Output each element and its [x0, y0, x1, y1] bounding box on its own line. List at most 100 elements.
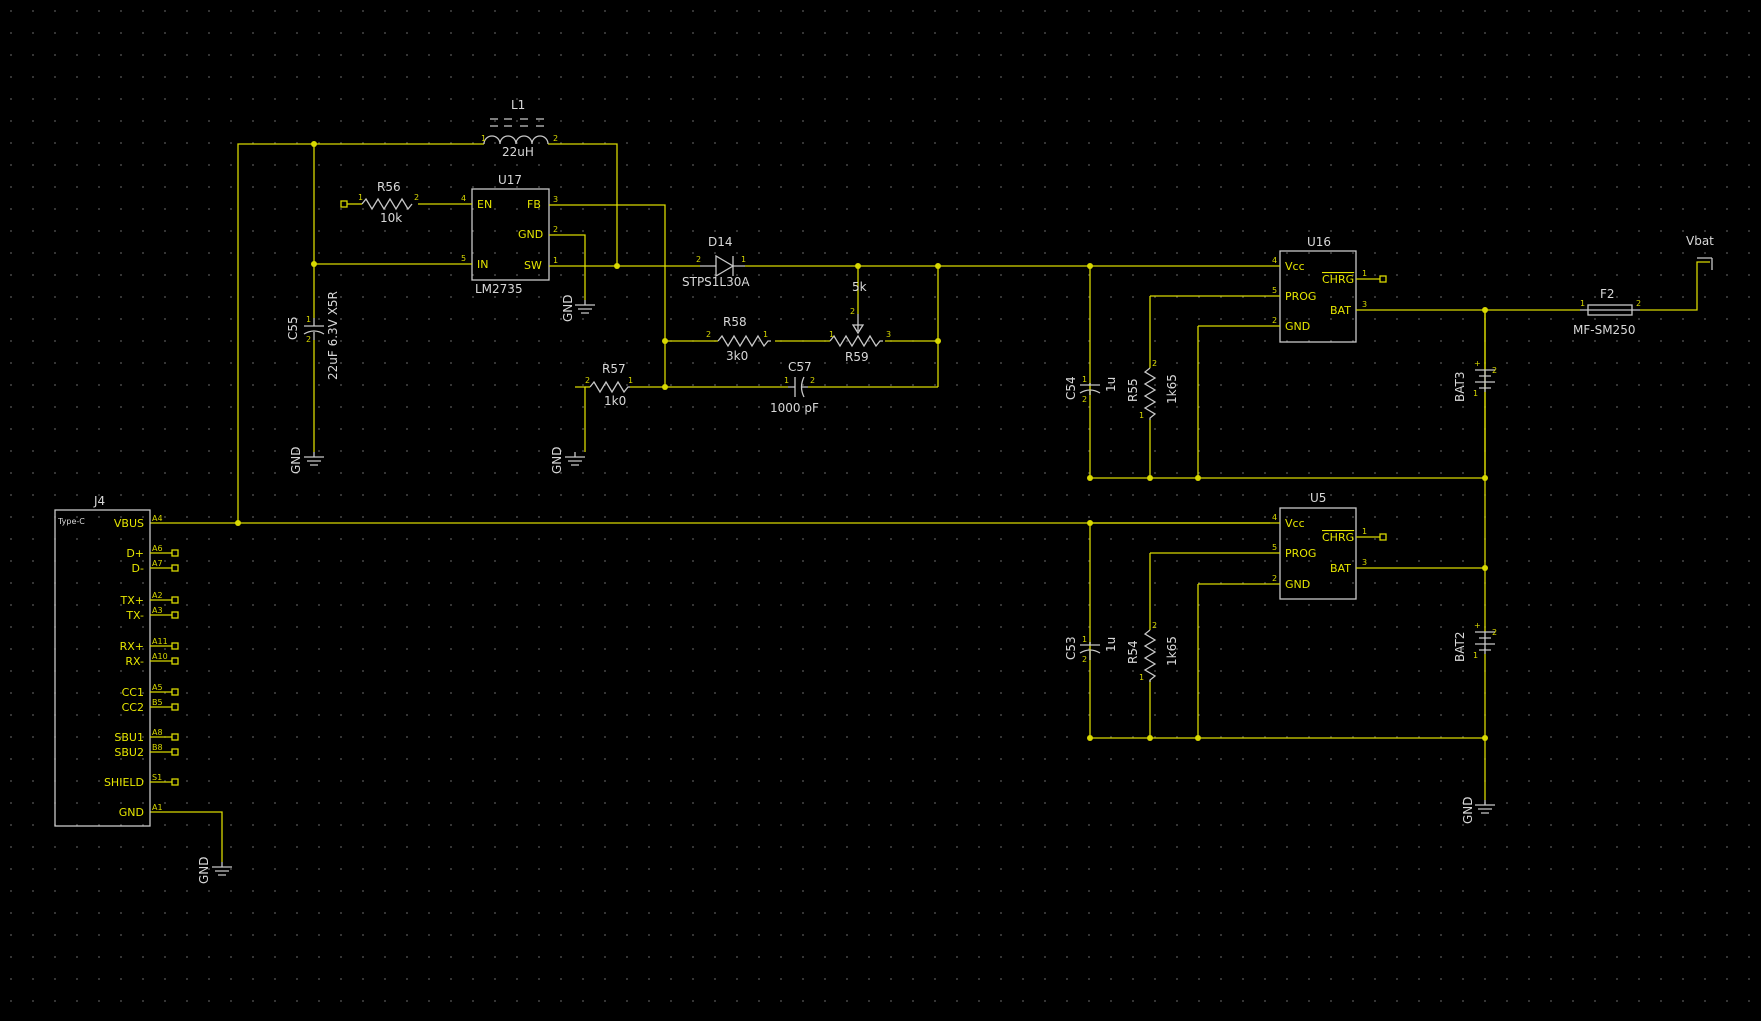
u16-pin2: 2: [1272, 316, 1277, 325]
battery-bat2[interactable]: BAT2 + 2 1: [1453, 621, 1497, 662]
c54-pin1: 1: [1082, 375, 1087, 384]
j4-pin-number: A5: [152, 683, 163, 692]
u17-ref: U17: [498, 173, 522, 187]
r59-pin1: 1: [829, 330, 834, 339]
u16-pin5: 5: [1272, 286, 1277, 295]
r56-value: 10k: [380, 211, 402, 225]
u16-pin-prog: PROG: [1285, 290, 1316, 303]
j4-pin-terminal[interactable]: [171, 703, 179, 711]
c57-pin1: 1: [784, 376, 789, 385]
u5-pin-bat: BAT: [1330, 562, 1351, 575]
r57-ref: R57: [602, 362, 626, 376]
bat2-pin1: 1: [1473, 651, 1478, 660]
inductor-l1[interactable]: L1 22uH 1 2: [481, 98, 558, 159]
c53-pin2: 2: [1082, 655, 1087, 664]
j4-pin-name: SBU1: [114, 731, 144, 744]
u17-pin-sw: SW: [524, 259, 542, 272]
j4-pin-name: RX-: [125, 655, 144, 668]
c54-ref: C54: [1064, 376, 1078, 400]
u5-pin3: 3: [1362, 558, 1367, 567]
r55-pin1: 1: [1139, 411, 1144, 420]
capacitor-c53[interactable]: C53 1u 1 2: [1064, 635, 1118, 664]
c55-ref: C55: [286, 316, 300, 340]
c53-value: 1u: [1104, 637, 1118, 652]
capacitor-c54[interactable]: C54 1u 1 2: [1064, 375, 1118, 404]
j4-pin-number: A6: [152, 544, 163, 553]
u5-pin-chrg: CHRG: [1322, 531, 1354, 544]
gnd-label-j4: GND: [197, 856, 211, 884]
ic-u17[interactable]: U17 LM2735 EN IN FB GND SW 4 5 3 2 1: [461, 173, 558, 296]
j4-pin-name: GND: [119, 806, 144, 819]
j4-pin-terminal[interactable]: [171, 748, 179, 756]
c55-value: 22uF 6.3V X5R: [326, 291, 340, 380]
capacitor-c57[interactable]: C57 1000 pF 1 2: [770, 360, 819, 415]
j4-pin-terminal[interactable]: [171, 688, 179, 696]
ic-u5[interactable]: U5 Vcc PROG GND CHRG BAT 4 5 2 1 3: [1270, 491, 1387, 600]
gnd-symbol-c55: GND: [289, 446, 324, 474]
u5-pin-gnd: GND: [1285, 578, 1310, 591]
bat3-ref: BAT3: [1453, 372, 1467, 402]
j4-pin-name: TX+: [120, 594, 144, 607]
bat2-plus: +: [1474, 621, 1481, 630]
c54-pin2: 2: [1082, 395, 1087, 404]
gnd-label-u17: GND: [561, 294, 575, 322]
u17-pin4: 4: [461, 194, 466, 203]
vbat-port[interactable]: Vbat: [1686, 234, 1714, 270]
resistor-r57[interactable]: R57 1k0 2 1: [585, 362, 633, 408]
j4-pin-terminal[interactable]: [171, 733, 179, 741]
capacitor-c55[interactable]: C55 22uF 6.3V X5R 1 2: [286, 291, 340, 380]
j4-pin-terminal[interactable]: [171, 778, 179, 786]
bat3-plus: +: [1474, 359, 1481, 368]
r57-value: 1k0: [604, 394, 626, 408]
gnd-symbol-bat2: GND: [1461, 796, 1495, 824]
j4-pin-number: S1: [152, 773, 162, 782]
r58-value: 3k0: [726, 349, 748, 363]
j4-pin-number: B8: [152, 743, 163, 752]
c57-ref: C57: [788, 360, 812, 374]
r54-ref: R54: [1126, 640, 1140, 664]
gnd-symbol-r57: GND: [550, 446, 585, 474]
bat3-pin2: 2: [1492, 366, 1497, 375]
j4-pin-number: A3: [152, 606, 163, 615]
bat2-pin2: 2: [1492, 628, 1497, 637]
f2-pin1: 1: [1580, 299, 1585, 308]
resistor-r58[interactable]: R58 3k0 2 1: [706, 315, 771, 363]
j4-pin-terminal[interactable]: [171, 564, 179, 572]
c55-pin2: 2: [306, 335, 311, 344]
j4-pin-name: CC1: [122, 686, 144, 699]
resistor-r54[interactable]: R54 1k65 2 1: [1126, 621, 1179, 682]
ic-u16[interactable]: U16 Vcc PROG GND CHRG BAT 4 5 2 1 3: [1270, 235, 1387, 343]
fuse-f2[interactable]: F2 MF-SM250 1 2: [1573, 287, 1641, 337]
r58-pin1: 1: [763, 330, 768, 339]
j4-pin-terminal[interactable]: [171, 657, 179, 665]
c57-value: 1000 pF: [770, 401, 819, 415]
j4-pin-terminal[interactable]: [171, 596, 179, 604]
bat3-pin1: 1: [1473, 389, 1478, 398]
l1-pin2: 2: [553, 134, 558, 143]
u16-pin1: 1: [1362, 269, 1367, 278]
diode-d14[interactable]: D14 STPS1L30A 2 1: [682, 235, 750, 289]
r54-value: 1k65: [1165, 636, 1179, 666]
u5-ref: U5: [1310, 491, 1326, 505]
resistor-r56[interactable]: R56 10k 1 2: [340, 180, 419, 225]
u17-pin-gnd: GND: [518, 228, 543, 241]
j4-pin-terminal[interactable]: [171, 549, 179, 557]
r56-pin2: 2: [414, 193, 419, 202]
j4-pin-number: A8: [152, 728, 163, 737]
j4-pin-terminal[interactable]: [171, 611, 179, 619]
gnd-label-c55: GND: [289, 446, 303, 474]
potentiometer-r59[interactable]: R59 5k 1 3 2: [829, 280, 891, 364]
resistor-r55[interactable]: R55 1k65 2 1: [1126, 359, 1179, 420]
j4-pin-number: A10: [152, 652, 168, 661]
r59-pin3: 3: [886, 330, 891, 339]
battery-bat3[interactable]: BAT3 + 2 1: [1453, 359, 1497, 402]
j4-pin-terminal[interactable]: [171, 642, 179, 650]
j4-pin-name: D+: [126, 547, 144, 560]
u17-pin5: 5: [461, 254, 466, 263]
r57-pin1: 1: [628, 376, 633, 385]
j4-pin-number: A11: [152, 637, 168, 646]
f2-value: MF-SM250: [1573, 323, 1635, 337]
